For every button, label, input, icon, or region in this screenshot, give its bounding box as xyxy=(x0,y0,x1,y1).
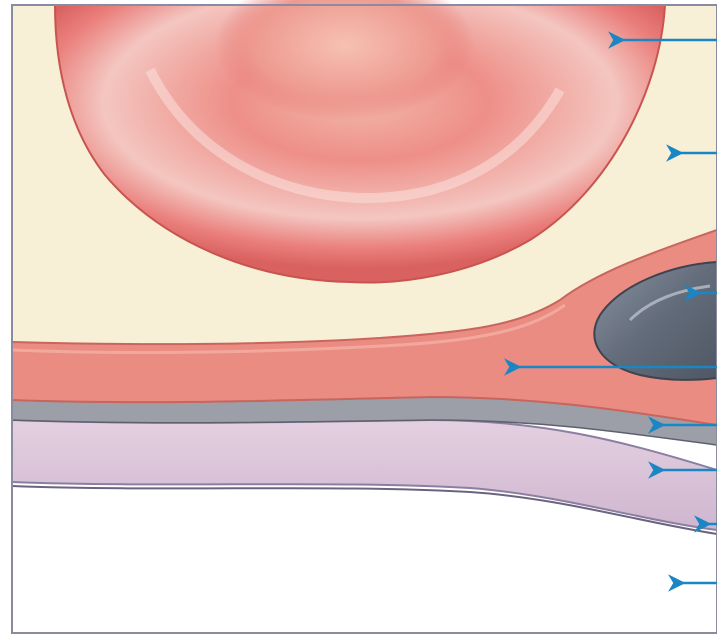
diagram-canvas xyxy=(0,0,717,637)
capillary-wall-diagram xyxy=(0,0,717,637)
